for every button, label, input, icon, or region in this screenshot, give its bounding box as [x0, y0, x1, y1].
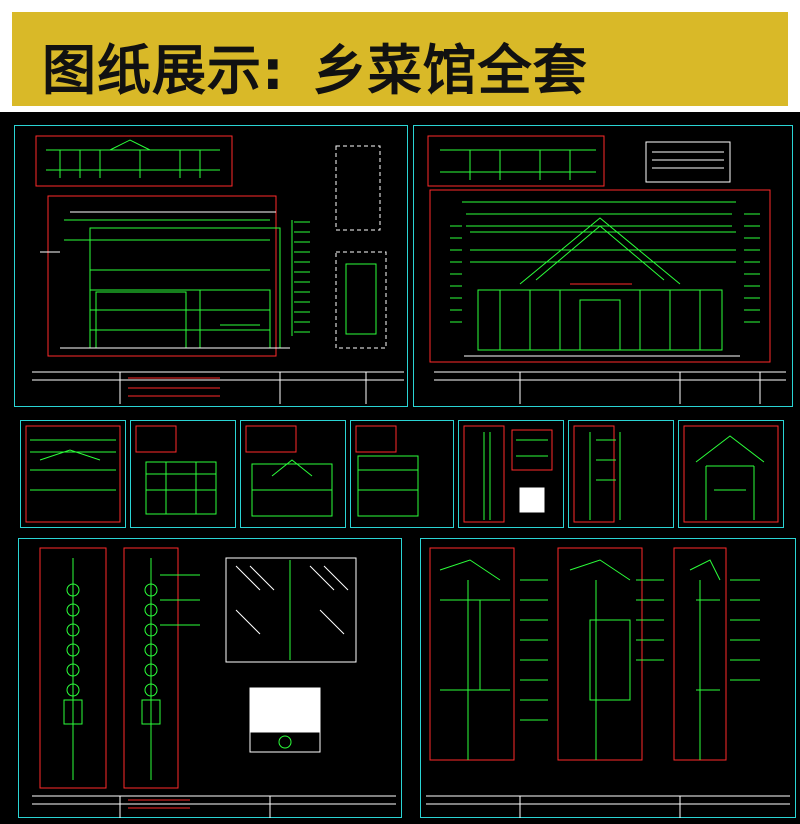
drawing-sheet-eave-sections — [420, 538, 796, 818]
banner-title: 图纸展示: 乡菜馆全套 — [42, 26, 588, 105]
drawing-sheet-side-elevation — [350, 420, 454, 528]
drawing-sheet-lantern-columns — [18, 538, 402, 818]
drawing-sheet-section-detail — [20, 420, 126, 528]
drawing-sheet-gate-detail — [678, 420, 784, 528]
drawing-sheet-wall-section-a — [458, 420, 564, 528]
title-banner: 图纸展示: 乡菜馆全套 — [0, 0, 800, 112]
banner-project-name: 乡菜馆全套 — [312, 39, 588, 102]
drawing-sheet-wall-section-b — [568, 420, 674, 528]
drawing-sheet-front-elevation-b — [240, 420, 346, 528]
banner-prefix: 图纸展示: — [42, 39, 285, 102]
title-banner-background: 图纸展示: 乡菜馆全套 — [12, 12, 788, 106]
